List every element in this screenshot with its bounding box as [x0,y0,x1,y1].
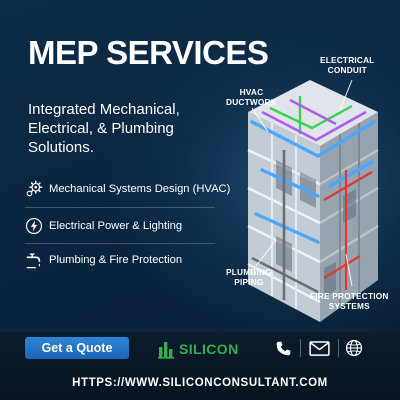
service-item-hvac: Mechanical Systems Design (HVAC) [25,178,230,200]
service-label: Electrical Power & Lighting [49,220,183,232]
service-divider [25,243,215,244]
callout-plumbing: PLUMBING PIPING [226,267,272,287]
callout-electrical: ELECTRICAL CONDUIT [320,55,375,75]
gear-icon [26,180,43,197]
service-label: Plumbing & Fire Protection [49,254,183,266]
silicon-logo-icon [158,342,174,359]
page-subtitle: Integrated Mechanical, Electrical, & Plu… [28,101,180,156]
globe-icon [345,339,363,357]
service-item-plumbing: Plumbing & Fire Protection [25,249,182,271]
brand-name: SILICON [179,341,239,357]
get-a-quote-button[interactable]: Get a Quote [25,337,129,359]
callout-fire-protection: FIRE PROTECTION SYSTEMS [310,291,389,311]
contact-divider [300,339,301,357]
lightning-icon [25,217,43,235]
service-item-electrical: Electrical Power & Lighting [25,215,182,237]
faucet-icon [26,253,41,269]
brand-logo: SILICON [158,337,239,361]
service-label: Mechanical Systems Design (HVAC) [49,183,231,195]
callout-hvac: HVAC DUCTWORK [226,87,277,107]
page-title: MEP SERVICES [28,34,269,71]
phone-icon [276,341,290,355]
email-contact[interactable] [306,337,332,359]
mail-icon [308,340,330,356]
contact-divider [338,339,339,357]
website-contact[interactable] [343,337,365,359]
phone-contact[interactable] [272,337,294,359]
website-url[interactable]: HTTPS://WWW.SILICONCONSULTANT.COM [72,377,328,389]
service-divider [25,207,215,208]
